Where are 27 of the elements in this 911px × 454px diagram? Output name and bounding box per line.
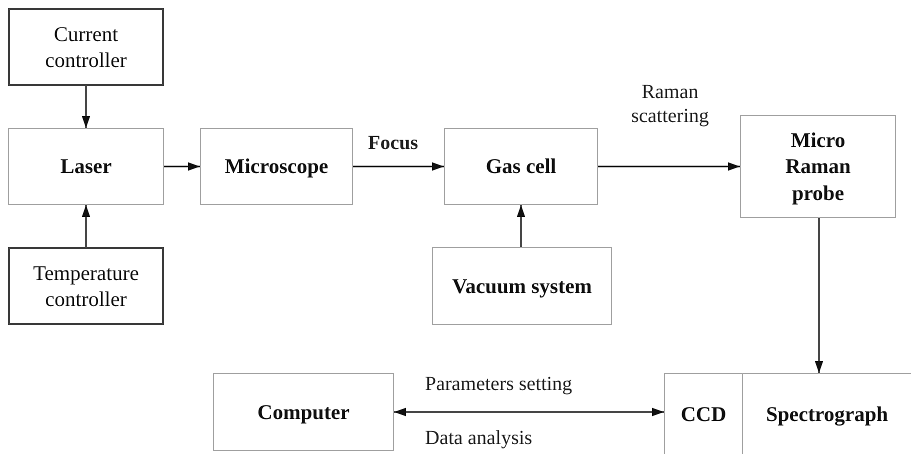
box-label: Laser (60, 153, 112, 180)
process-box (444, 128, 598, 205)
arrow (394, 408, 664, 416)
arrow (82, 86, 90, 128)
arrow (814, 218, 824, 373)
process-box (200, 128, 353, 205)
box-label: Gas cell (486, 153, 556, 180)
process-box (213, 373, 394, 451)
arrow (598, 162, 740, 171)
box-label: Current controller (44, 20, 128, 74)
box-label: Spectrograph (766, 400, 888, 428)
box-label: Computer (257, 398, 350, 426)
box-label: Vacuum system (452, 272, 592, 300)
box-label: CCD (680, 400, 726, 428)
process-box (740, 115, 896, 218)
process-box (432, 247, 612, 325)
arrow (516, 205, 526, 247)
process-box (664, 373, 743, 454)
process-box (8, 247, 164, 325)
box-label: Micro Raman probe (784, 127, 852, 206)
process-box (8, 8, 164, 86)
box-label: Temperature controller (32, 260, 140, 312)
arrow (353, 162, 444, 171)
process-box (8, 128, 164, 205)
arrow (82, 205, 90, 247)
box-label: Microscope (224, 153, 328, 180)
arrow (164, 162, 200, 171)
